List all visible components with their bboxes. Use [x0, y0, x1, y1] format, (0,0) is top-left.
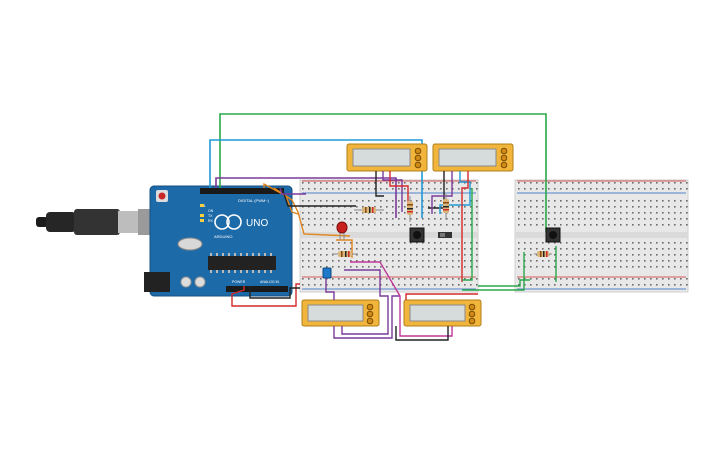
- usb-cable[interactable]: [36, 209, 154, 235]
- wire-lcd4-red2[interactable]: [405, 293, 478, 300]
- wire-lcd3-purple[interactable]: [325, 268, 400, 339]
- resistor-1[interactable]: [354, 207, 384, 213]
- power-header-label: POWER: [232, 280, 246, 284]
- wire-red-power[interactable]: [231, 283, 300, 307]
- pushbutton-left[interactable]: [409, 227, 425, 243]
- lcd-display-3[interactable]: [301, 299, 380, 327]
- breadboard-right[interactable]: [514, 179, 689, 293]
- wire-lcd2-blue[interactable]: [439, 171, 471, 214]
- rx-label: RX: [208, 219, 214, 223]
- wire-lcd4-red[interactable]: [350, 261, 453, 337]
- lcd-display-2[interactable]: [432, 143, 514, 172]
- digital-header-label: DIGITAL (PWM~): [238, 198, 270, 203]
- analog-header-label: ANALOG IN: [260, 280, 280, 284]
- arduino-logo-text: ARDUINO: [214, 234, 232, 239]
- tx-label: TX: [208, 214, 213, 218]
- wire-orange[interactable]: [263, 182, 351, 237]
- slide-switch[interactable]: [438, 232, 452, 238]
- on-label: ON: [208, 209, 214, 213]
- small-blue-component[interactable]: [322, 267, 332, 279]
- resistor-4[interactable]: [332, 251, 358, 257]
- resistor-5[interactable]: [534, 251, 552, 257]
- lcd-display-1[interactable]: [346, 143, 428, 172]
- wire-purple-top[interactable]: [215, 177, 397, 218]
- wire-green-top[interactable]: [219, 113, 547, 232]
- wire-lcd2-red[interactable]: [461, 171, 469, 282]
- wire-lcd1-black[interactable]: [375, 171, 384, 197]
- arduino-brand: UNO: [246, 218, 268, 229]
- l-label: L: [204, 204, 206, 208]
- wire-lcd1-red[interactable]: [389, 171, 409, 212]
- lcd-display-4[interactable]: [403, 299, 482, 327]
- pushbutton-right[interactable]: [545, 227, 561, 243]
- arduino-uno-board[interactable]: UNO ARDUINO DIGITAL (PWM~) POWER ANALOG …: [144, 185, 293, 297]
- wire-blue-top[interactable]: [209, 139, 423, 218]
- led-red[interactable]: [336, 221, 348, 240]
- wire-black-ground[interactable]: [249, 286, 300, 299]
- wire-purple-d[interactable]: [279, 187, 306, 195]
- wire-bridge-green[interactable]: [462, 252, 530, 291]
- wire-lcd2-purple[interactable]: [431, 171, 453, 214]
- resistor-3[interactable]: [443, 194, 449, 220]
- resistor-2[interactable]: [407, 196, 413, 222]
- wire-lcd1-purple[interactable]: [382, 171, 403, 212]
- wire-lcd4-black[interactable]: [395, 326, 449, 341]
- wire-orange-lower[interactable]: [336, 239, 353, 258]
- wire-right-green[interactable]: [462, 188, 473, 281]
